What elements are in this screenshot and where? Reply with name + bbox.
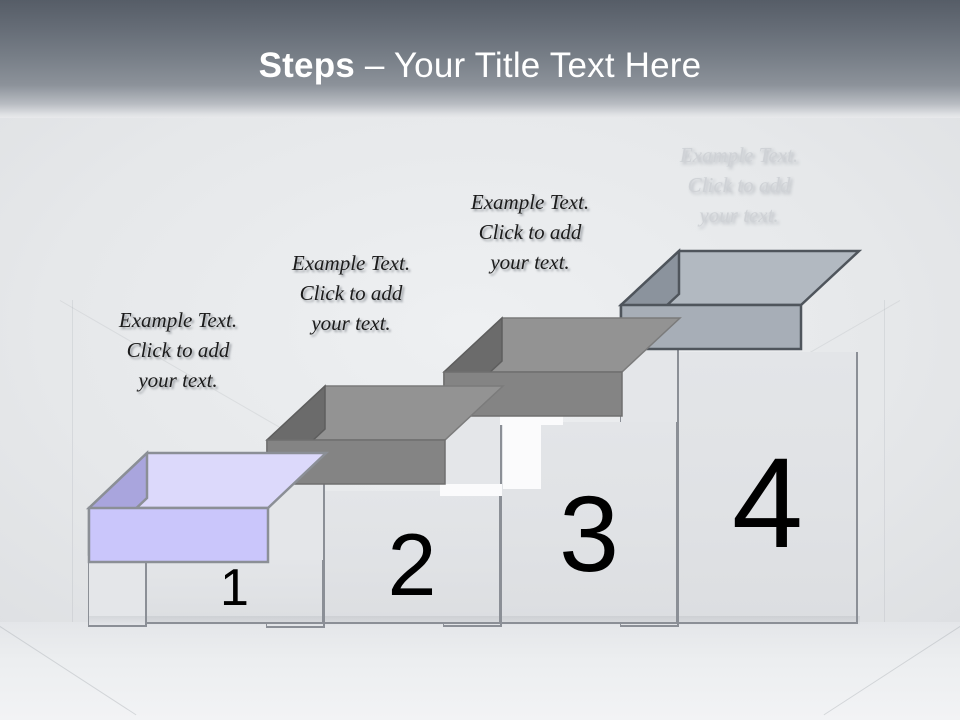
perspective-line-left: [72, 300, 73, 630]
step-4-slab: [617, 248, 863, 360]
header-band: [0, 0, 960, 118]
perspective-line-right: [884, 300, 885, 630]
callout-step-2[interactable]: Example Text. Click to add your text.: [291, 251, 411, 335]
background-floor: [0, 622, 960, 720]
step-1-number: 1: [220, 559, 249, 617]
callout-step-3[interactable]: Example Text. Click to add your text.: [470, 190, 590, 274]
step-3-highlight-patch: [503, 425, 541, 489]
step-4-column-front: [677, 352, 858, 624]
callout-step-1[interactable]: Example Text. Click to add your text.: [118, 308, 238, 392]
page-title-rest: – Your Title Text Here: [364, 46, 702, 85]
page-title-strong: Steps: [258, 46, 365, 85]
step-2-highlight-strip: [440, 484, 502, 496]
step-2-column-front: [323, 491, 501, 624]
step-1-slab: [85, 450, 330, 564]
step-1-column-front: [145, 560, 324, 624]
step-3-number: 3: [558, 473, 620, 594]
callout-step-4[interactable]: Example Text. Click to add your text.: [679, 143, 799, 227]
step-2-number: 2: [387, 515, 437, 614]
page-title: Steps – Your Title Text Here: [0, 44, 960, 88]
step-4-number: 4: [731, 432, 804, 575]
pedestal-floor-shadow: [88, 616, 860, 626]
